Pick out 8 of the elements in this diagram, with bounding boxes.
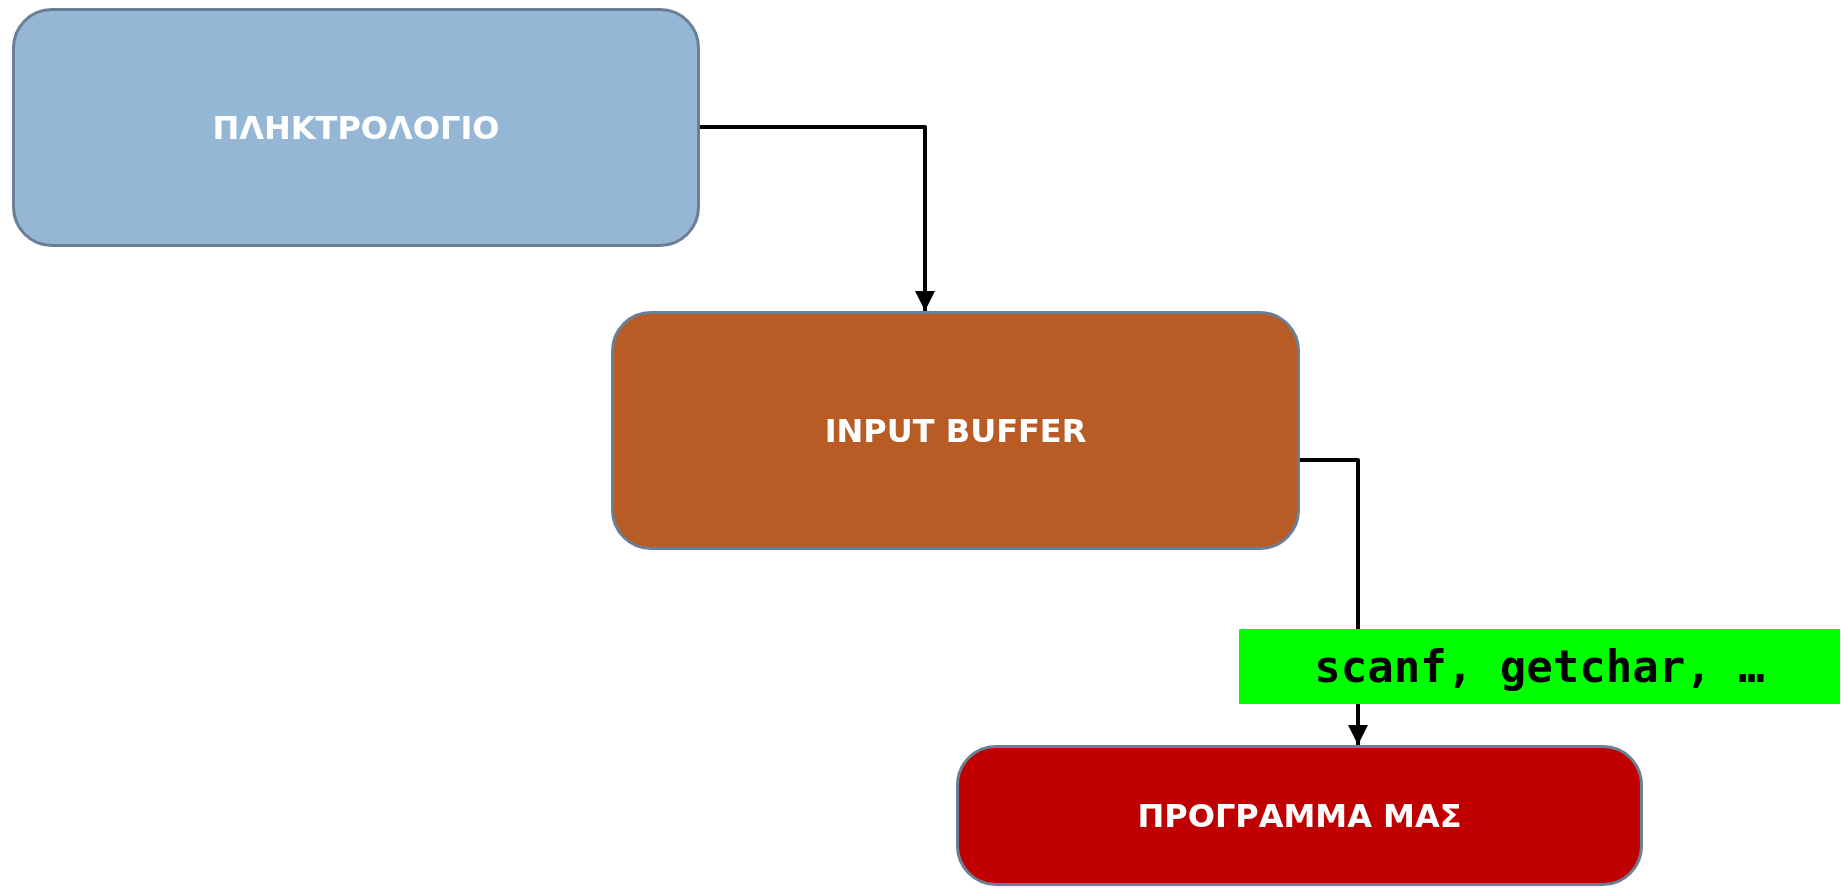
arrow (700, 125, 935, 311)
node-label: INPUT BUFFER (824, 411, 1087, 450)
keyboard-box (12, 8, 700, 247)
edge-label: scanf, getchar, … (1239, 629, 1840, 704)
node-label: ΠΡΟΓΡΑΜΜΑ ΜΑΣ (1137, 796, 1462, 835)
node-label: ΠΛΗΚΤΡΟΛΟΓΙΟ (212, 108, 500, 147)
program-box (956, 745, 1643, 886)
buffer-box (611, 311, 1300, 550)
